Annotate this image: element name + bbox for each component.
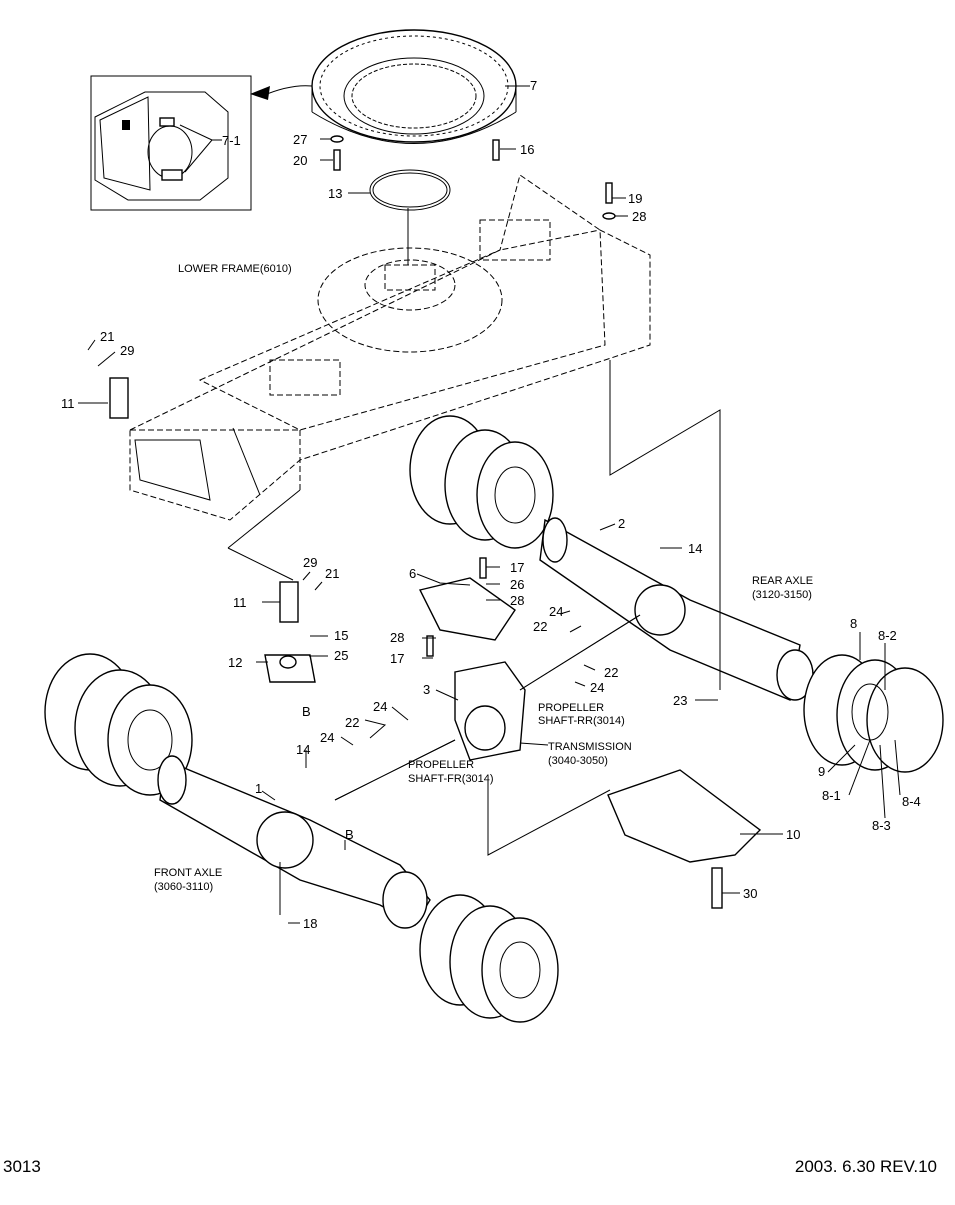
support-bracket-10 [607,769,762,909]
label-18: 18 [303,916,317,931]
lower-frame [129,174,651,521]
label-2: 2 [618,516,625,531]
label-21: 21 [100,329,114,344]
label-transmission: TRANSMISSION [548,741,632,753]
label-8: 8 [850,616,857,631]
label-b: B [345,827,354,842]
label-rear-axle: REAR AXLE [752,575,813,587]
label-11: 11 [61,396,75,411]
connection-lines [227,360,721,856]
label-28: 28 [390,630,404,645]
label-1: 1 [255,781,262,796]
label-14: 14 [296,742,310,757]
label-28: 28 [510,593,524,608]
label-17: 17 [390,651,404,666]
label-7: 7 [530,78,537,93]
part-labels: 7 7-1 27 20 16 13 19 28 LOWER FRAME(6010… [61,78,921,931]
label-10: 10 [786,827,800,842]
label-rear-axle-range: (3120-3150) [752,589,812,601]
label-22: 22 [345,715,359,730]
swing-bearing-ring [311,29,517,144]
label-24: 24 [549,604,563,619]
label-8-2: 8-2 [878,628,897,643]
label-25: 25 [334,648,348,663]
label-11: 11 [233,595,247,610]
detail-inset [90,75,313,211]
label-27: 27 [293,132,307,147]
label-7-1: 7-1 [222,133,241,148]
label-23: 23 [673,693,687,708]
label-front-axle: FRONT AXLE [154,867,222,879]
label-24: 24 [320,730,334,745]
label-20: 20 [293,153,307,168]
small-hardware-top [330,135,616,220]
label-14: 14 [688,541,702,556]
front-tires-right [419,894,559,1023]
o-ring-13 [369,169,451,211]
leader-lines [78,85,901,924]
label-19: 19 [628,191,642,206]
label-8-3: 8-3 [872,818,891,833]
rear-axle-housing [539,517,814,701]
label-12: 12 [228,655,242,670]
mount-parts [109,377,516,683]
transmission [454,661,526,761]
rear-tires [409,415,554,549]
rear-tires-right [803,654,944,773]
label-prop-rr: PROPELLER [538,702,604,714]
label-6: 6 [409,566,416,581]
label-prop-fr: PROPELLER [408,759,474,771]
label-9: 9 [818,764,825,779]
label-24: 24 [590,680,604,695]
label-8-1: 8-1 [822,788,841,803]
label-22: 22 [533,619,547,634]
label-15: 15 [334,628,348,643]
front-axle-housing [157,755,431,929]
label-29: 29 [303,555,317,570]
label-transmission-range: (3040-3050) [548,755,608,767]
label-22: 22 [604,665,618,680]
page-number: 3013 [3,1157,41,1176]
revision-date: 2003. 6.30 REV.10 [795,1157,937,1176]
label-13: 13 [328,186,342,201]
label-b: B [302,704,311,719]
label-3: 3 [423,682,430,697]
label-29: 29 [120,343,134,358]
label-28: 28 [632,209,646,224]
label-24: 24 [373,699,387,714]
label-prop-rr-code: SHAFT-RR(3014) [538,715,625,727]
label-26: 26 [510,577,524,592]
label-21: 21 [325,566,339,581]
label-prop-fr-code: SHAFT-FR(3014) [408,773,494,785]
label-8-4: 8-4 [902,794,921,809]
label-lower-frame: LOWER FRAME(6010) [178,263,292,275]
label-front-axle-range: (3060-3110) [154,881,213,893]
propeller-shafts [334,614,641,801]
label-16: 16 [520,142,534,157]
label-30: 30 [743,886,757,901]
label-17: 17 [510,560,524,575]
